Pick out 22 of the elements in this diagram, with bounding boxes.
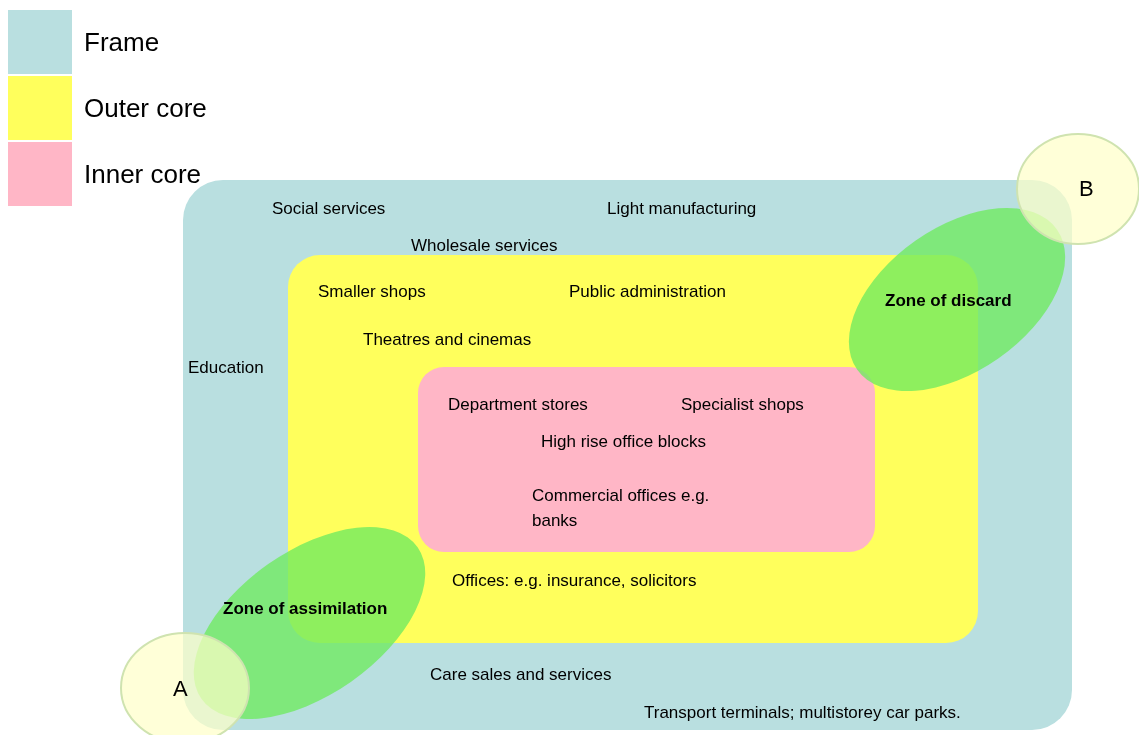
land-use-label: Care sales and services	[430, 664, 612, 686]
land-use-label: Commercial offices e.g. banks	[532, 485, 711, 532]
land-use-label: Offices: e.g. insurance, solicitors	[452, 570, 697, 592]
land-use-label: Social services	[272, 198, 386, 220]
land-use-label: Department stores	[448, 394, 588, 416]
zone-name: Zone of assimilation	[223, 598, 388, 620]
zone-name: Zone of discard	[885, 290, 1012, 312]
legend-label: Inner core	[84, 159, 202, 189]
land-use-label: Smaller shops	[318, 281, 426, 303]
land-use-label: Education	[188, 357, 264, 379]
legend-label: Frame	[84, 27, 160, 57]
land-use-label: Wholesale services	[411, 235, 558, 257]
land-use-label: Specialist shops	[681, 394, 804, 416]
marker-letter: A	[173, 676, 188, 701]
land-use-label: Public administration	[569, 281, 726, 303]
land-use-label: High rise office blocks	[541, 431, 707, 453]
land-use-label: Theatres and cinemas	[363, 329, 532, 351]
zone-panel	[418, 367, 875, 552]
marker-letter: B	[1079, 176, 1094, 201]
legend-label: Outer core	[84, 93, 207, 123]
land-use-label: Transport terminals; multistorey car parks.	[644, 702, 961, 724]
land-use-label: Light manufacturing	[607, 198, 757, 220]
